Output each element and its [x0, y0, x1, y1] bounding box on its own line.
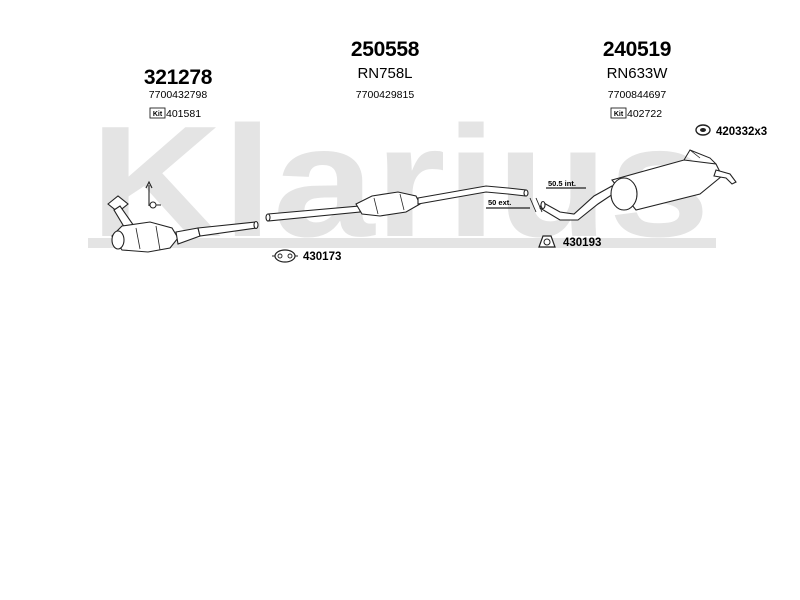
- rear-silencer-assembly: [539, 149, 737, 221]
- hardware-item-1: 420332x3: [695, 124, 767, 138]
- part-ref-3: RN633W: [607, 65, 669, 82]
- clamp-icon: [538, 235, 556, 248]
- oem-number-1: 7700432798: [149, 89, 208, 101]
- hardware-item-3: 430193: [538, 235, 601, 249]
- kit-number-1: 401581: [166, 108, 201, 120]
- watermark-text: Klarius: [90, 94, 710, 270]
- dimension-annotations: 50.5 int. 50 ext.: [486, 179, 586, 213]
- rubber-mount-icon: [695, 124, 711, 136]
- oem-number-2: 7700429815: [356, 89, 415, 101]
- watermark: Klarius: [88, 94, 716, 270]
- part-code-1: 321278: [144, 66, 213, 89]
- kit-number-3: 402722: [627, 108, 662, 120]
- part-label-3: 240519 RN633W 7700844697 Kit 402722: [603, 38, 672, 120]
- tail-pipe: [713, 169, 737, 185]
- part-code-3: 240519: [603, 38, 671, 61]
- kit-box-1: [149, 107, 166, 119]
- lambda-sensor-icon: [145, 180, 161, 209]
- kit-tag-3: Kit: [614, 111, 624, 118]
- intermediate-pipe: [265, 185, 529, 222]
- part-ref-2: RN758L: [357, 65, 412, 82]
- dimension-label-int: 50.5 int.: [548, 179, 576, 188]
- hardware-code-1: 420332x3: [716, 126, 767, 138]
- hardware-item-2: 430173: [272, 249, 341, 263]
- dimension-label-ext: 50 ext.: [488, 198, 511, 207]
- kit-tag-1: Kit: [153, 111, 163, 118]
- hardware-code-2: 430173: [303, 251, 341, 263]
- part-label-2: 250558 RN758L 7700429815: [351, 38, 420, 101]
- front-pipe-catalyst: [107, 180, 259, 253]
- watermark-band: [88, 238, 716, 248]
- kit-box-3: [610, 107, 627, 119]
- hardware-code-3: 430193: [563, 237, 601, 249]
- part-code-2: 250558: [351, 38, 420, 61]
- oem-number-3: 7700844697: [608, 89, 667, 101]
- part-label-1: 321278 7700432798 Kit 401581: [144, 66, 213, 120]
- gasket-icon: [272, 249, 298, 263]
